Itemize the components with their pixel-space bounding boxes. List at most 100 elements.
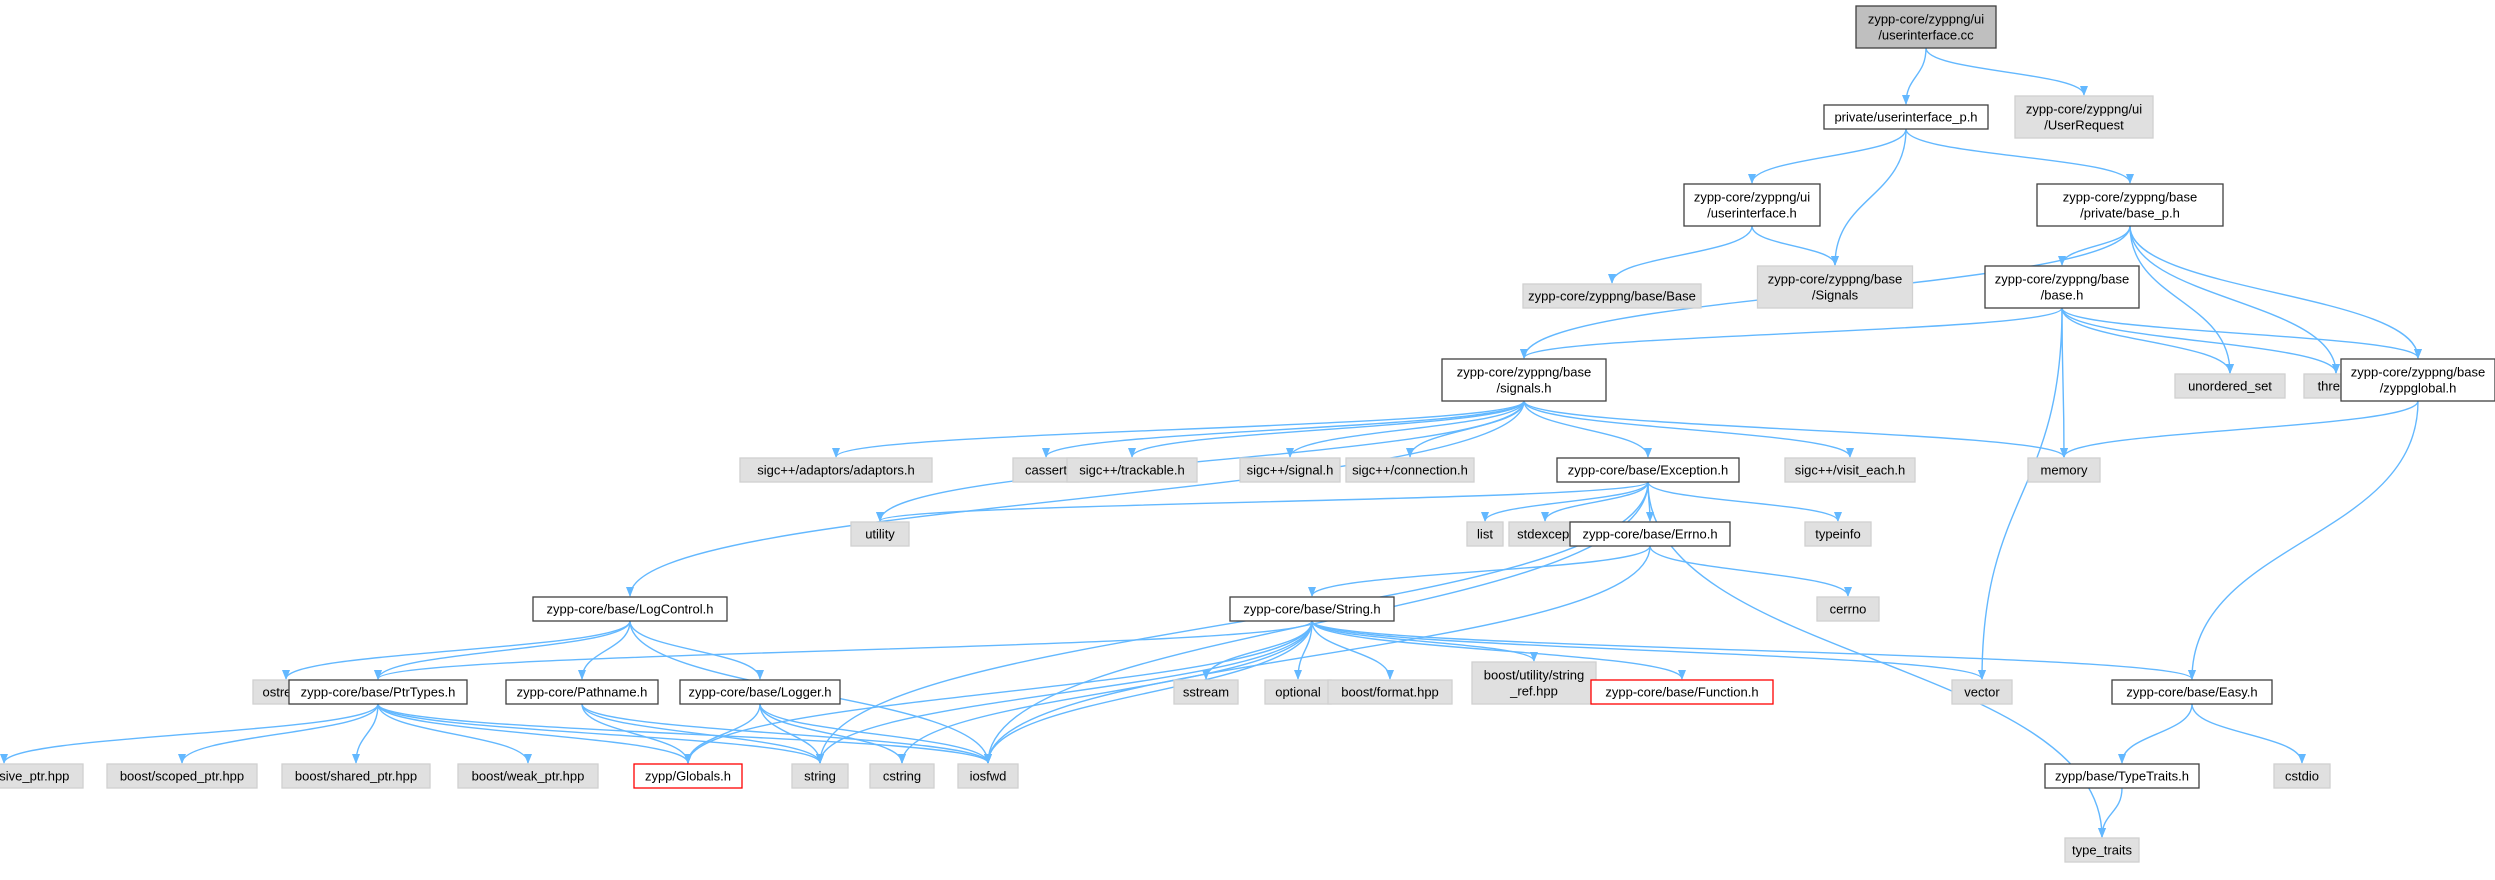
node-box-base_h xyxy=(1984,265,2140,309)
node-UserRequest: zypp-core/zyppng/ui/UserRequest xyxy=(2014,95,2154,139)
node-label-cerrno-0: cerrno xyxy=(1830,602,1867,617)
node-unordered_set: unordered_set xyxy=(2174,373,2286,399)
edge-String_h-to-Easy_h xyxy=(1311,620,2196,680)
node-label-String_h-0: zypp-core/base/String.h xyxy=(1243,602,1380,617)
node-optional: optional xyxy=(1264,679,1332,705)
node-box-visit_each_h xyxy=(1784,457,1916,483)
node-label-base_p_h-1: /private/base_p.h xyxy=(2080,206,2180,221)
node-box-cstdio xyxy=(2273,763,2331,789)
node-label-signals_h-1: /signals.h xyxy=(1497,381,1552,396)
edge-PtrTypes_h-to-string xyxy=(377,703,824,764)
node-box-userinterface_p_h xyxy=(1823,104,1989,130)
node-label-zyppng_Signals-0: zypp-core/zyppng/base xyxy=(1768,272,1902,287)
node-label-LogControl_h-0: zypp-core/base/LogControl.h xyxy=(547,602,714,617)
node-box-adaptors_h xyxy=(739,457,933,483)
node-LogControl_h[interactable]: zypp-core/base/LogControl.h xyxy=(532,596,728,622)
node-TypeTraits_h[interactable]: zypp/base/TypeTraits.h xyxy=(2044,763,2200,789)
node-utility: utility xyxy=(850,521,910,547)
node-Exception_h[interactable]: zypp-core/base/Exception.h xyxy=(1556,457,1740,483)
edge-LogControl_h-to-ostream xyxy=(282,620,631,680)
node-label-cstdio-0: cstdio xyxy=(2285,769,2319,784)
node-label-Errno_h-0: zypp-core/base/Errno.h xyxy=(1582,527,1717,542)
node-ui_userinterface_h[interactable]: zypp-core/zyppng/ui/userinterface.h xyxy=(1683,183,1821,227)
node-label-Exception_h-0: zypp-core/base/Exception.h xyxy=(1568,463,1728,478)
node-label-base_p_h-0: zypp-core/zyppng/base xyxy=(2063,190,2197,205)
node-label-iosfwd-0: iosfwd xyxy=(970,769,1007,784)
node-label-adaptors_h-0: sigc++/adaptors/adaptors.h xyxy=(757,463,915,478)
node-box-iosfwd xyxy=(957,763,1019,789)
node-label-Globals_h-0: zypp/Globals.h xyxy=(645,769,731,784)
node-box-LogControl_h xyxy=(532,596,728,622)
edge-ui_userinterface_h-to-zyppng_Signals xyxy=(1751,225,1839,266)
node-label-weak_ptr_hpp-0: boost/weak_ptr.hpp xyxy=(472,769,585,784)
node-box-optional xyxy=(1264,679,1332,705)
node-box-signal_h xyxy=(1239,457,1341,483)
node-box-typeinfo xyxy=(1804,521,1872,547)
node-base_h[interactable]: zypp-core/zyppng/base/base.h xyxy=(1984,265,2140,309)
edge-userinterface_p_h-to-zyppng_Signals xyxy=(1831,128,1907,266)
edge-Exception_h-to-stdexcept xyxy=(1541,481,1649,522)
edge-Easy_h-to-TypeTraits_h xyxy=(2118,703,2193,764)
node-label-intrusive_ptr_hpp-0: boost/intrusive_ptr.hpp xyxy=(0,769,69,784)
node-intrusive_ptr_hpp: boost/intrusive_ptr.hpp xyxy=(0,763,84,789)
edge-signals_h-to-utility xyxy=(876,400,1525,522)
node-box-zyppng_Base xyxy=(1522,283,1702,309)
node-box-Exception_h xyxy=(1556,457,1740,483)
edge-String_h-to-string_ref_hpp xyxy=(1311,620,1538,662)
edge-Pathname_h-to-iosfwd xyxy=(581,703,992,764)
edge-base_p_h-to-thread xyxy=(2129,225,2340,374)
edge-String_h-to-Function_h xyxy=(1311,620,1686,680)
edge-userinterface_p_h-to-base_p_h xyxy=(1905,128,2134,184)
edge-PtrTypes_h-to-shared_ptr_hpp xyxy=(352,703,379,764)
edge-PtrTypes_h-to-intrusive_ptr_hpp xyxy=(0,703,379,764)
node-box-unordered_set xyxy=(2174,373,2286,399)
edge-Pathname_h-to-string xyxy=(581,703,824,764)
node-label-UserRequest-0: zypp-core/zyppng/ui xyxy=(2026,102,2142,117)
node-label-Easy_h-0: zypp-core/base/Easy.h xyxy=(2126,685,2257,700)
node-zyppglobal_h[interactable]: zypp-core/zyppng/base/zyppglobal.h xyxy=(2340,358,2495,402)
node-Logger_h[interactable]: zypp-core/base/Logger.h xyxy=(679,679,841,705)
node-PtrTypes_h[interactable]: zypp-core/base/PtrTypes.h xyxy=(288,679,468,705)
node-label-optional-0: optional xyxy=(1275,685,1321,700)
node-label-list-0: list xyxy=(1477,527,1493,542)
node-label-signal_h-0: sigc++/signal.h xyxy=(1247,463,1334,478)
node-label-ui_userinterface_h-0: zypp-core/zyppng/ui xyxy=(1694,190,1810,205)
node-label-connection_h-0: sigc++/connection.h xyxy=(1352,463,1468,478)
node-label-format_hpp-0: boost/format.hpp xyxy=(1341,685,1439,700)
node-String_h[interactable]: zypp-core/base/String.h xyxy=(1229,596,1395,622)
edges xyxy=(0,47,2422,838)
node-label-base_h-0: zypp-core/zyppng/base xyxy=(1995,272,2129,287)
node-label-cstring-0: cstring xyxy=(883,769,921,784)
node-box-Easy_h xyxy=(2111,679,2273,705)
node-label-signals_h-0: zypp-core/zyppng/base xyxy=(1457,365,1591,380)
node-box-format_hpp xyxy=(1327,679,1453,705)
edge-Pathname_h-to-Globals_h xyxy=(581,703,692,764)
node-box-PtrTypes_h xyxy=(288,679,468,705)
node-box-signals_h xyxy=(1441,358,1607,402)
node-Pathname_h[interactable]: zypp-core/Pathname.h xyxy=(505,679,659,705)
node-box-vector xyxy=(1951,679,2013,705)
edge-signals_h-to-adaptors_h xyxy=(832,400,1525,458)
node-userinterface_p_h[interactable]: private/userinterface_p.h xyxy=(1823,104,1989,130)
node-label-Pathname_h-0: zypp-core/Pathname.h xyxy=(517,685,648,700)
node-vector: vector xyxy=(1951,679,2013,705)
node-label-stdexcept-0: stdexcept xyxy=(1517,527,1573,542)
node-label-scoped_ptr_hpp-0: boost/scoped_ptr.hpp xyxy=(120,769,244,784)
node-label-ui_userinterface_h-1: /userinterface.h xyxy=(1707,206,1797,221)
node-box-Logger_h xyxy=(679,679,841,705)
node-box-cerrno xyxy=(1816,596,1880,622)
node-Easy_h[interactable]: zypp-core/base/Easy.h xyxy=(2111,679,2273,705)
node-signals_h[interactable]: zypp-core/zyppng/base/signals.h xyxy=(1441,358,1607,402)
edge-Exception_h-to-typeinfo xyxy=(1647,481,1842,522)
edge-Logger_h-to-iosfwd xyxy=(759,703,992,764)
node-userinterface_cc[interactable]: zypp-core/zyppng/ui/userinterface.cc xyxy=(1855,5,1997,49)
node-label-userinterface_cc-0: zypp-core/zyppng/ui xyxy=(1868,12,1984,27)
node-box-Function_h xyxy=(1590,679,1774,705)
edge-Errno_h-to-String_h xyxy=(1308,545,1651,597)
node-zyppng_Signals: zypp-core/zyppng/base/Signals xyxy=(1756,265,1914,309)
node-base_p_h[interactable]: zypp-core/zyppng/base/private/base_p.h xyxy=(2036,183,2224,227)
node-label-shared_ptr_hpp-0: boost/shared_ptr.hpp xyxy=(295,769,417,784)
node-Errno_h[interactable]: zypp-core/base/Errno.h xyxy=(1569,521,1731,547)
edge-base_h-to-thread xyxy=(2061,307,2340,374)
